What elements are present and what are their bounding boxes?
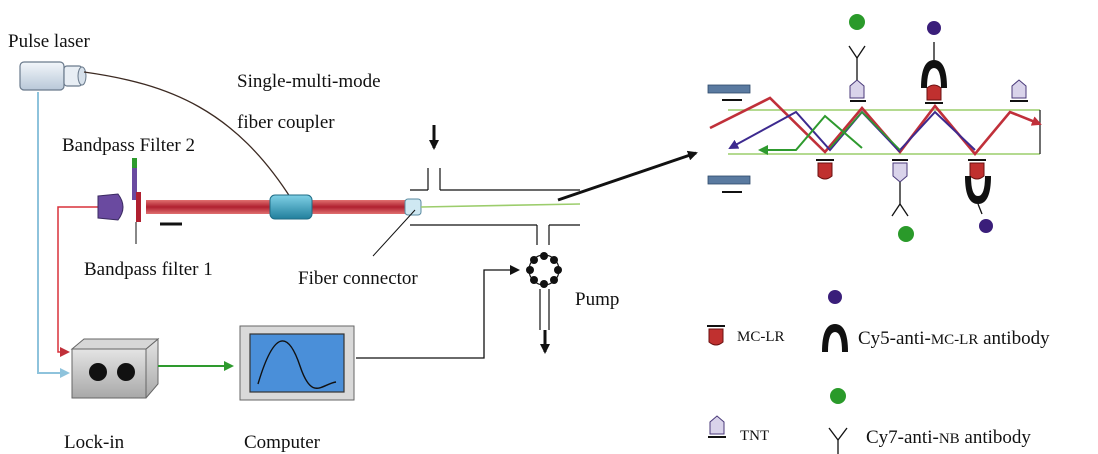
legend-tnt-icon [708,415,726,438]
zigzag-green [758,114,863,155]
zigzag-blue [728,110,901,153]
legend-cy7-star-icon [830,388,846,404]
pump-icon [526,252,562,288]
cy5-star-icon [979,219,993,233]
coupler-icon [269,194,313,220]
zigzag-blue-2 [899,110,976,151]
legend-tnt-label: TNT [740,428,770,444]
control-line [356,265,520,359]
legend-mc-lr-icon [707,325,725,346]
reference-line [37,92,70,378]
cy7-antibody-icon [848,45,866,80]
label-bandpass-filter-1: Bandpass filter 1 [84,259,213,280]
fiber-connector-icon [372,198,422,257]
cy5-antibody-icon [965,176,991,215]
cy5-antibody-icon [921,42,947,88]
zoomed-fiber [707,84,1041,193]
legend-cy5-antibody-label: Cy5-anti-MC-LR antibody [858,328,1050,349]
legend-mc-lr-label: MC-LR [737,329,785,345]
mc-lr-icon [925,84,943,104]
legend-cy5-star-icon [828,290,842,304]
label-coupler-line1: Single-multi-mode [237,71,381,92]
flow-cell [410,168,580,245]
cy7-star-icon [849,14,865,30]
label-coupler-line2: fiber coupler [237,112,335,133]
mc-lr-icon [816,159,834,180]
cy5-star-icon [927,21,941,35]
tnt-icon [849,79,866,102]
computer-icon [239,325,355,401]
label-lock-in: Lock-in [64,432,125,453]
lock-in-icon [70,337,160,399]
cy7-star-icon [898,226,914,242]
label-bandpass-filter-2: Bandpass Filter 2 [62,135,195,156]
sensing-fiber [420,203,581,208]
detector-line [57,206,98,357]
bandpass-filters [132,158,141,244]
label-computer: Computer [244,432,320,453]
label-pulse-laser: Pulse laser [8,31,90,52]
legend-cy7-antibody-icon [828,427,848,454]
tnt-icon [892,159,908,183]
label-pump: Pump [575,289,620,310]
legend-cy5-antibody-icon [822,324,848,352]
cy7-antibody-icon [891,182,909,217]
tnt-icon [1010,79,1028,102]
pump-outlet [539,289,550,330]
filter-holder-icon [97,193,124,221]
laser-head-icon [19,61,87,91]
label-fiber-connector: Fiber connector [298,268,418,289]
legend-cy7-antibody-label: Cy7-anti-NB antibody [866,427,1031,448]
laser-fiber [83,71,293,201]
zigzag-green-2 [829,110,901,151]
zoom-arrow [557,150,698,202]
